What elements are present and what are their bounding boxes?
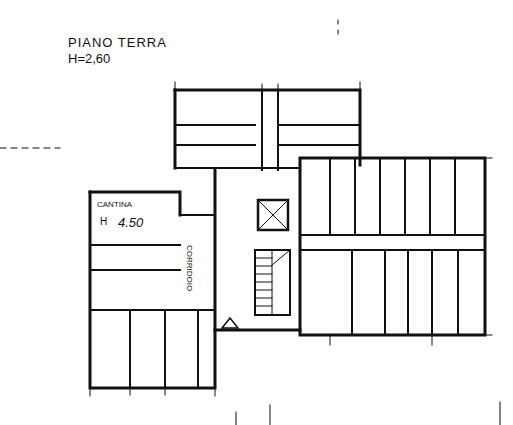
height-note: H=2,60 <box>68 52 110 65</box>
plan-title: PIANO TERRA <box>68 36 167 49</box>
height-mark: H <box>100 217 107 227</box>
room-name: CANTINA <box>97 201 132 209</box>
room-name: CORRIDOIO <box>185 245 193 291</box>
dimension-value: 4.50 <box>118 216 143 229</box>
